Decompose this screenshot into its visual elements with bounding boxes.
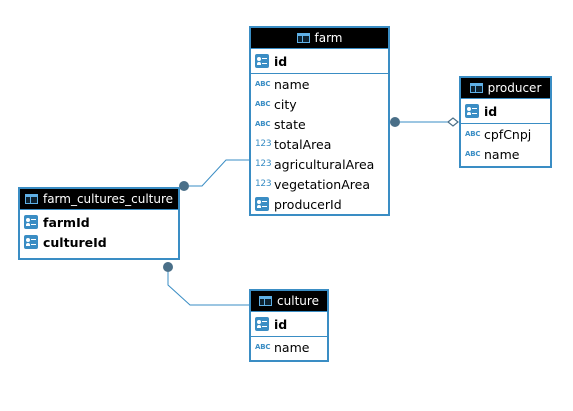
entity-culture[interactable]: culture id ABC name (249, 289, 329, 362)
entity-culture-pk-section: id (251, 312, 327, 337)
column-row[interactable]: ABC name (251, 337, 327, 357)
entity-farm-cultures-culture-header[interactable]: farm_cultures_culture (20, 189, 178, 210)
text-type-icon: ABC (255, 120, 271, 128)
entity-producer-header[interactable]: producer (461, 78, 550, 99)
entity-culture-title: culture (277, 294, 319, 308)
column-name: producerId (274, 196, 342, 212)
column-name: state (274, 116, 306, 132)
entity-farm-cultures-culture-pk-section: farmId cultureId (20, 210, 178, 254)
column-name: id (484, 103, 498, 119)
column-name: name (484, 146, 520, 162)
column-row[interactable]: id (461, 101, 550, 121)
entity-farm-title: farm (314, 31, 343, 45)
column-row[interactable]: ABC name (251, 74, 388, 94)
text-type-icon: ABC (465, 130, 481, 138)
connector-endpoint-farm (390, 117, 400, 127)
numeric-type-icon: 123 (255, 179, 272, 189)
entity-culture-header[interactable]: culture (251, 291, 327, 312)
column-name: id (274, 316, 288, 332)
entity-culture-columns: ABC name (251, 337, 327, 357)
primary-key-icon (24, 215, 38, 229)
entity-farm-columns: ABC name ABC city ABC state 123 totalAre… (251, 74, 388, 214)
column-name: totalArea (274, 136, 332, 152)
table-icon (259, 296, 273, 306)
entity-farm-cultures-culture-title: farm_cultures_culture (42, 192, 174, 206)
text-type-icon: ABC (255, 100, 271, 108)
entity-farm-cultures-culture[interactable]: farm_cultures_culture farmId cultureId (18, 187, 180, 260)
text-type-icon: ABC (465, 150, 481, 158)
entity-farm[interactable]: farm id ABC name ABC city ABC state 123 … (249, 26, 390, 216)
column-row[interactable]: farmId (20, 212, 178, 232)
primary-key-icon (255, 317, 269, 331)
connector-endpoint-farm-cultures-bottom (163, 262, 173, 272)
entity-producer-title: producer (487, 81, 542, 95)
connector-endpoint-producer (447, 117, 459, 127)
numeric-type-icon: 123 (255, 159, 272, 169)
column-row[interactable]: id (251, 51, 388, 71)
column-name: cultureId (43, 234, 107, 250)
text-type-icon: ABC (255, 80, 271, 88)
column-row[interactable]: producerId (251, 194, 388, 214)
entity-farm-header[interactable]: farm (251, 28, 388, 49)
column-row[interactable]: ABC name (461, 144, 550, 164)
primary-key-icon (465, 104, 479, 118)
column-name: vegetationArea (274, 176, 370, 192)
column-name: id (274, 53, 288, 69)
column-name: city (274, 96, 297, 112)
table-icon (24, 194, 38, 204)
connector-farm-cultures-farm (184, 159, 250, 187)
column-row[interactable]: ABC cpfCnpj (461, 124, 550, 144)
text-type-icon: ABC (255, 343, 271, 351)
connector-endpoint-farm-cultures-top (179, 181, 189, 191)
primary-key-icon (255, 54, 269, 68)
column-row[interactable]: 123 agriculturalArea (251, 154, 388, 174)
column-row[interactable]: id (251, 314, 327, 334)
column-name: agriculturalArea (274, 156, 375, 172)
entity-producer-pk-section: id (461, 99, 550, 124)
column-row[interactable]: ABC state (251, 114, 388, 134)
column-name: cpfCnpj (484, 126, 532, 142)
numeric-type-icon: 123 (255, 139, 272, 149)
column-row[interactable]: 123 totalArea (251, 134, 388, 154)
connector-farm-cultures-culture (167, 262, 250, 306)
column-name: name (274, 339, 310, 355)
entity-producer-columns: ABC cpfCnpj ABC name (461, 124, 550, 164)
primary-key-icon (24, 235, 38, 249)
column-name: farmId (43, 214, 90, 230)
entity-farm-pk-section: id (251, 49, 388, 74)
foreign-key-icon (255, 197, 269, 211)
table-icon (296, 33, 310, 43)
table-icon (469, 83, 483, 93)
column-row[interactable]: cultureId (20, 232, 178, 252)
column-row[interactable]: ABC city (251, 94, 388, 114)
entity-producer[interactable]: producer id ABC cpfCnpj ABC name (459, 76, 552, 168)
column-name: name (274, 76, 310, 92)
column-row[interactable]: 123 vegetationArea (251, 174, 388, 194)
